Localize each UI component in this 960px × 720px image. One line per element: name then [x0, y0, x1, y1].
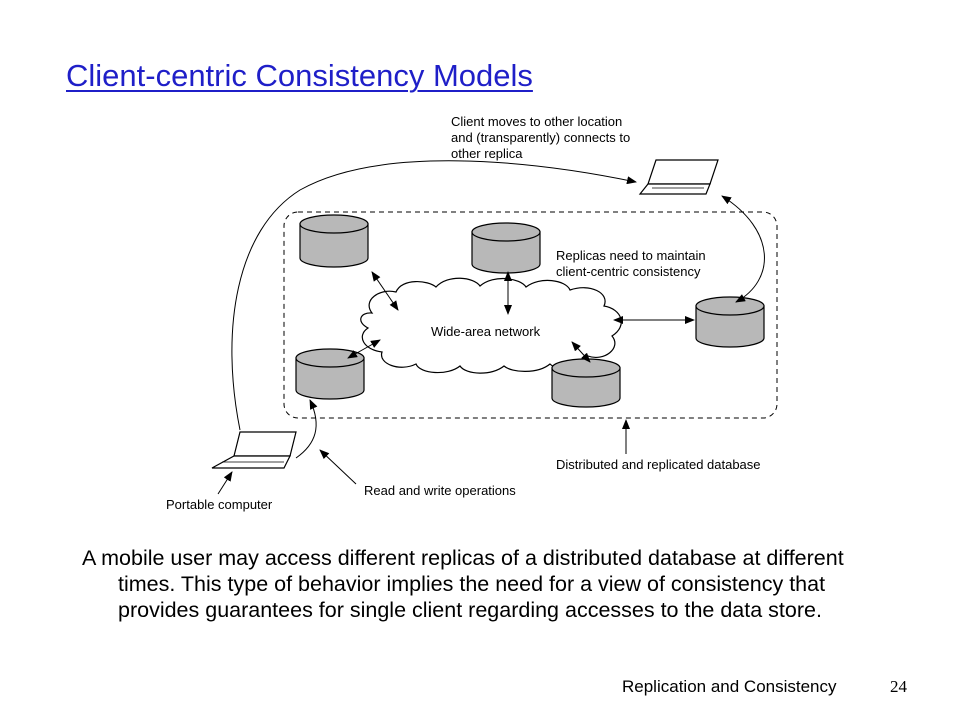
pointer-read-write	[319, 449, 357, 485]
database-cylinder-icon	[295, 348, 365, 400]
body-paragraph: A mobile user may access different repli…	[82, 546, 844, 622]
label-portable-computer: Portable computer	[166, 497, 273, 512]
page-number: 24	[890, 677, 907, 696]
body-text: A mobile user may access different repli…	[82, 545, 882, 623]
arrow-replica-network	[371, 271, 399, 311]
database-cylinder-icon	[471, 222, 541, 274]
database-boundary	[283, 211, 778, 419]
label-client-moves: Client moves to other location and (tran…	[451, 114, 631, 161]
pointer-portable-computer	[217, 471, 233, 495]
database-cylinder-icon	[551, 358, 621, 408]
label-replicas-maintain: Replicas need to maintain client-centric…	[556, 248, 706, 279]
label-distributed-db: Distributed and replicated database	[556, 457, 761, 472]
network-cloud-icon	[360, 277, 622, 374]
footer-title: Replication and Consistency	[622, 677, 837, 696]
database-cylinder-icon	[299, 214, 369, 268]
laptop-icon	[638, 159, 719, 195]
label-read-write: Read and write operations	[364, 483, 516, 498]
arrow-replica-network	[347, 339, 381, 359]
arrow-client-move	[231, 160, 637, 431]
arrow-laptop-replica	[721, 195, 765, 303]
label-network: Wide-area network	[431, 324, 541, 339]
database-cylinder-icon	[695, 296, 765, 348]
arrow-replica-network	[571, 341, 591, 363]
slide-title: Client-centric Consistency Models	[66, 58, 533, 93]
arrow-laptop-replica	[295, 399, 318, 459]
laptop-icon	[211, 431, 297, 469]
